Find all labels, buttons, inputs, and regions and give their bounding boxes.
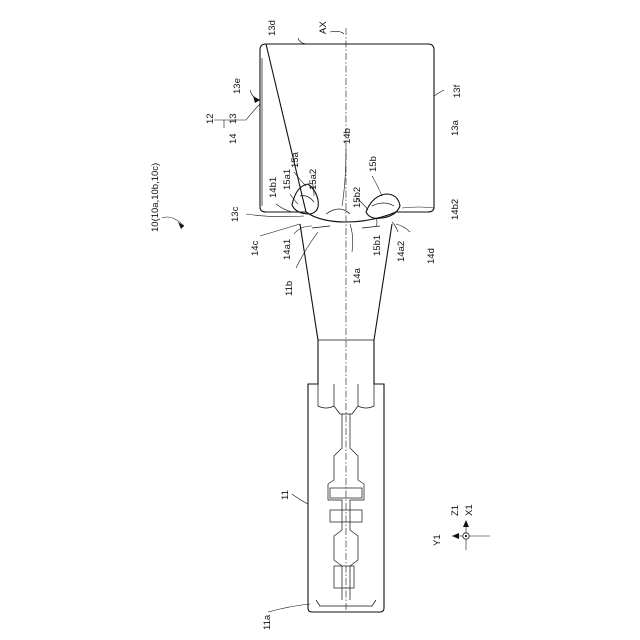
label-13: 13 [228, 113, 239, 124]
label-11b: 11b [284, 281, 295, 296]
label-13e: 13e [232, 78, 243, 94]
label-ax: AX [318, 21, 329, 34]
arrowhead-13e-icon [253, 96, 260, 103]
leader-14b1 [276, 204, 292, 212]
rake-face-14b [326, 209, 350, 214]
leader-12 [246, 104, 260, 120]
label-13a: 13a [450, 119, 461, 136]
inner-groove-left [328, 414, 342, 600]
label-15a: 15a [290, 151, 301, 168]
leader-15b1 [376, 218, 377, 226]
label-11a: 11a [262, 614, 273, 630]
label-y1: Y1 [432, 534, 443, 546]
leader-14c [260, 224, 300, 236]
label-14b1: 14b1 [268, 177, 279, 198]
pin-box [334, 566, 354, 588]
leader-14a2 [392, 222, 398, 232]
label-14: 14 [228, 133, 239, 144]
label-15b: 15b [368, 156, 379, 172]
label-x1: X1 [464, 504, 475, 516]
label-z1: Z1 [450, 505, 461, 516]
label-15b1: 15b1 [372, 235, 383, 256]
leader-13c [246, 214, 304, 217]
label-11: 11 [280, 490, 291, 500]
leader-14b [342, 148, 346, 206]
label-15b2: 15b2 [352, 187, 363, 208]
leader-13d [298, 38, 308, 44]
leader-14a [350, 224, 353, 252]
label-10: 10(10a,10b,10c) [150, 163, 161, 232]
label-12: 12 [205, 113, 216, 124]
neck-top-edge [312, 226, 380, 228]
label-15a2: 15a2 [308, 169, 319, 190]
leader-ax [330, 31, 344, 34]
label-13f: 13f [452, 84, 463, 98]
leader-14a1 [294, 226, 312, 234]
axes-indicator: Z1 X1 Y1 [432, 504, 490, 550]
label-14d: 14d [426, 248, 437, 264]
leader-15a [294, 172, 306, 186]
leader-11 [292, 494, 308, 504]
label-14a2: 14a2 [396, 241, 407, 262]
label-14a: 14a [352, 267, 363, 284]
cutting-edge-15b-line [372, 203, 394, 206]
x1-arrow-icon [463, 520, 469, 527]
cutting-edge-15b [366, 194, 400, 218]
label-13c: 13c [230, 206, 241, 222]
z1-dot-icon [465, 535, 467, 537]
label-13d: 13d [267, 20, 278, 36]
leader-11b [296, 232, 318, 268]
label-14a1: 14a1 [282, 239, 293, 260]
inner-groove-right [350, 414, 364, 600]
leader-15b [372, 176, 382, 196]
label-14c: 14c [250, 240, 261, 256]
label-14b2: 14b2 [450, 199, 461, 220]
leader-14b2 [402, 207, 434, 208]
leader-13f [434, 90, 444, 96]
cutting-edge-curve [306, 212, 396, 222]
label-14b: 14b [342, 128, 353, 144]
leader-11a [268, 604, 310, 612]
label-group: 13d AX 13e 13f 13a 12 13 14 14b 15a 15a1… [150, 20, 463, 630]
leader-14d [396, 224, 410, 232]
label-15a1: 15a1 [282, 169, 293, 190]
y1-arrow-icon [452, 533, 459, 539]
